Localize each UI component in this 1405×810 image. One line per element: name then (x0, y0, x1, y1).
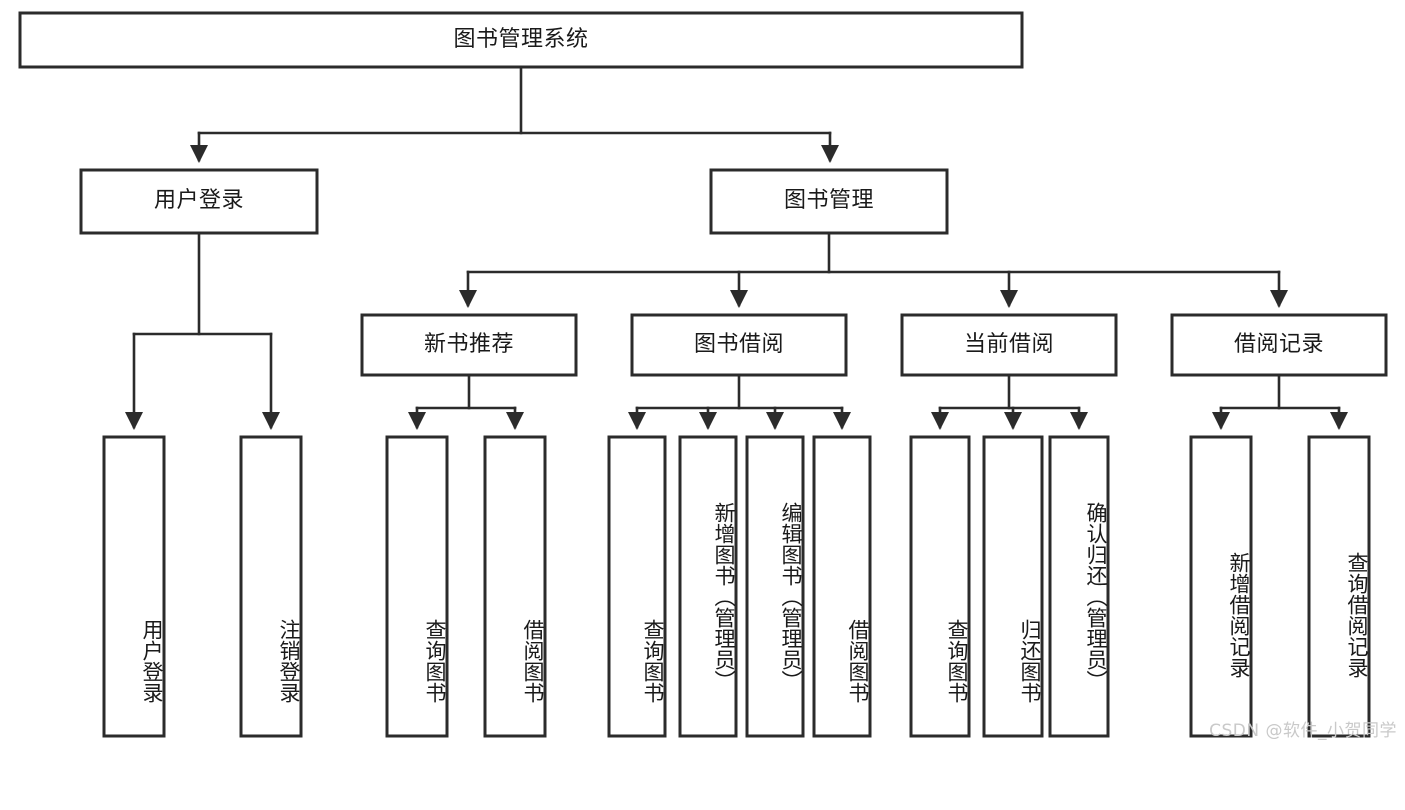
box-leaf-query-book-1[interactable] (385, 435, 449, 738)
connector-newbook-to-leaves (407, 373, 525, 431)
box-leaf-borrow-book-1[interactable] (483, 435, 547, 738)
node-boxes (18, 11, 1388, 738)
connector-currentborrow-to-leaves (930, 373, 1089, 431)
box-leaf-confirm-return-admin[interactable] (1048, 435, 1110, 738)
box-leaf-borrow-book-2[interactable] (812, 435, 872, 738)
box-leaf-query-book-2[interactable] (607, 435, 667, 738)
box-leaf-edit-book-admin[interactable] (745, 435, 805, 738)
box-leaf-query-book-3[interactable] (909, 435, 971, 738)
connector-bookmgmt-to-level3 (458, 231, 1289, 309)
box-leaf-user-login[interactable] (102, 435, 166, 738)
box-book-borrow[interactable] (630, 313, 848, 377)
diagram-canvas: 图书管理系统 用户登录 图书管理 新书推荐 图书借阅 当前借阅 借阅记录 用户登… (18, 11, 1397, 741)
box-user-login[interactable] (79, 168, 319, 235)
box-borrow-records[interactable] (1170, 313, 1388, 377)
box-book-management[interactable] (709, 168, 949, 235)
box-leaf-logout[interactable] (239, 435, 303, 738)
box-current-borrow[interactable] (900, 313, 1118, 377)
connector-bookborrow-to-leaves (627, 373, 852, 431)
diagram-svg (18, 11, 1388, 738)
connector-root-to-level2 (189, 65, 840, 164)
box-leaf-return-book[interactable] (982, 435, 1044, 738)
box-new-book-recommend[interactable] (360, 313, 578, 377)
box-leaf-add-book-admin[interactable] (678, 435, 738, 738)
box-leaf-query-record[interactable] (1307, 435, 1371, 738)
box-leaf-add-record[interactable] (1189, 435, 1253, 738)
box-root[interactable] (18, 11, 1024, 69)
connector-records-to-leaves (1211, 373, 1349, 431)
watermark-text: CSDN @软件_小贺同学 (1209, 721, 1397, 741)
connector-userlogin-to-leaves (124, 231, 281, 431)
